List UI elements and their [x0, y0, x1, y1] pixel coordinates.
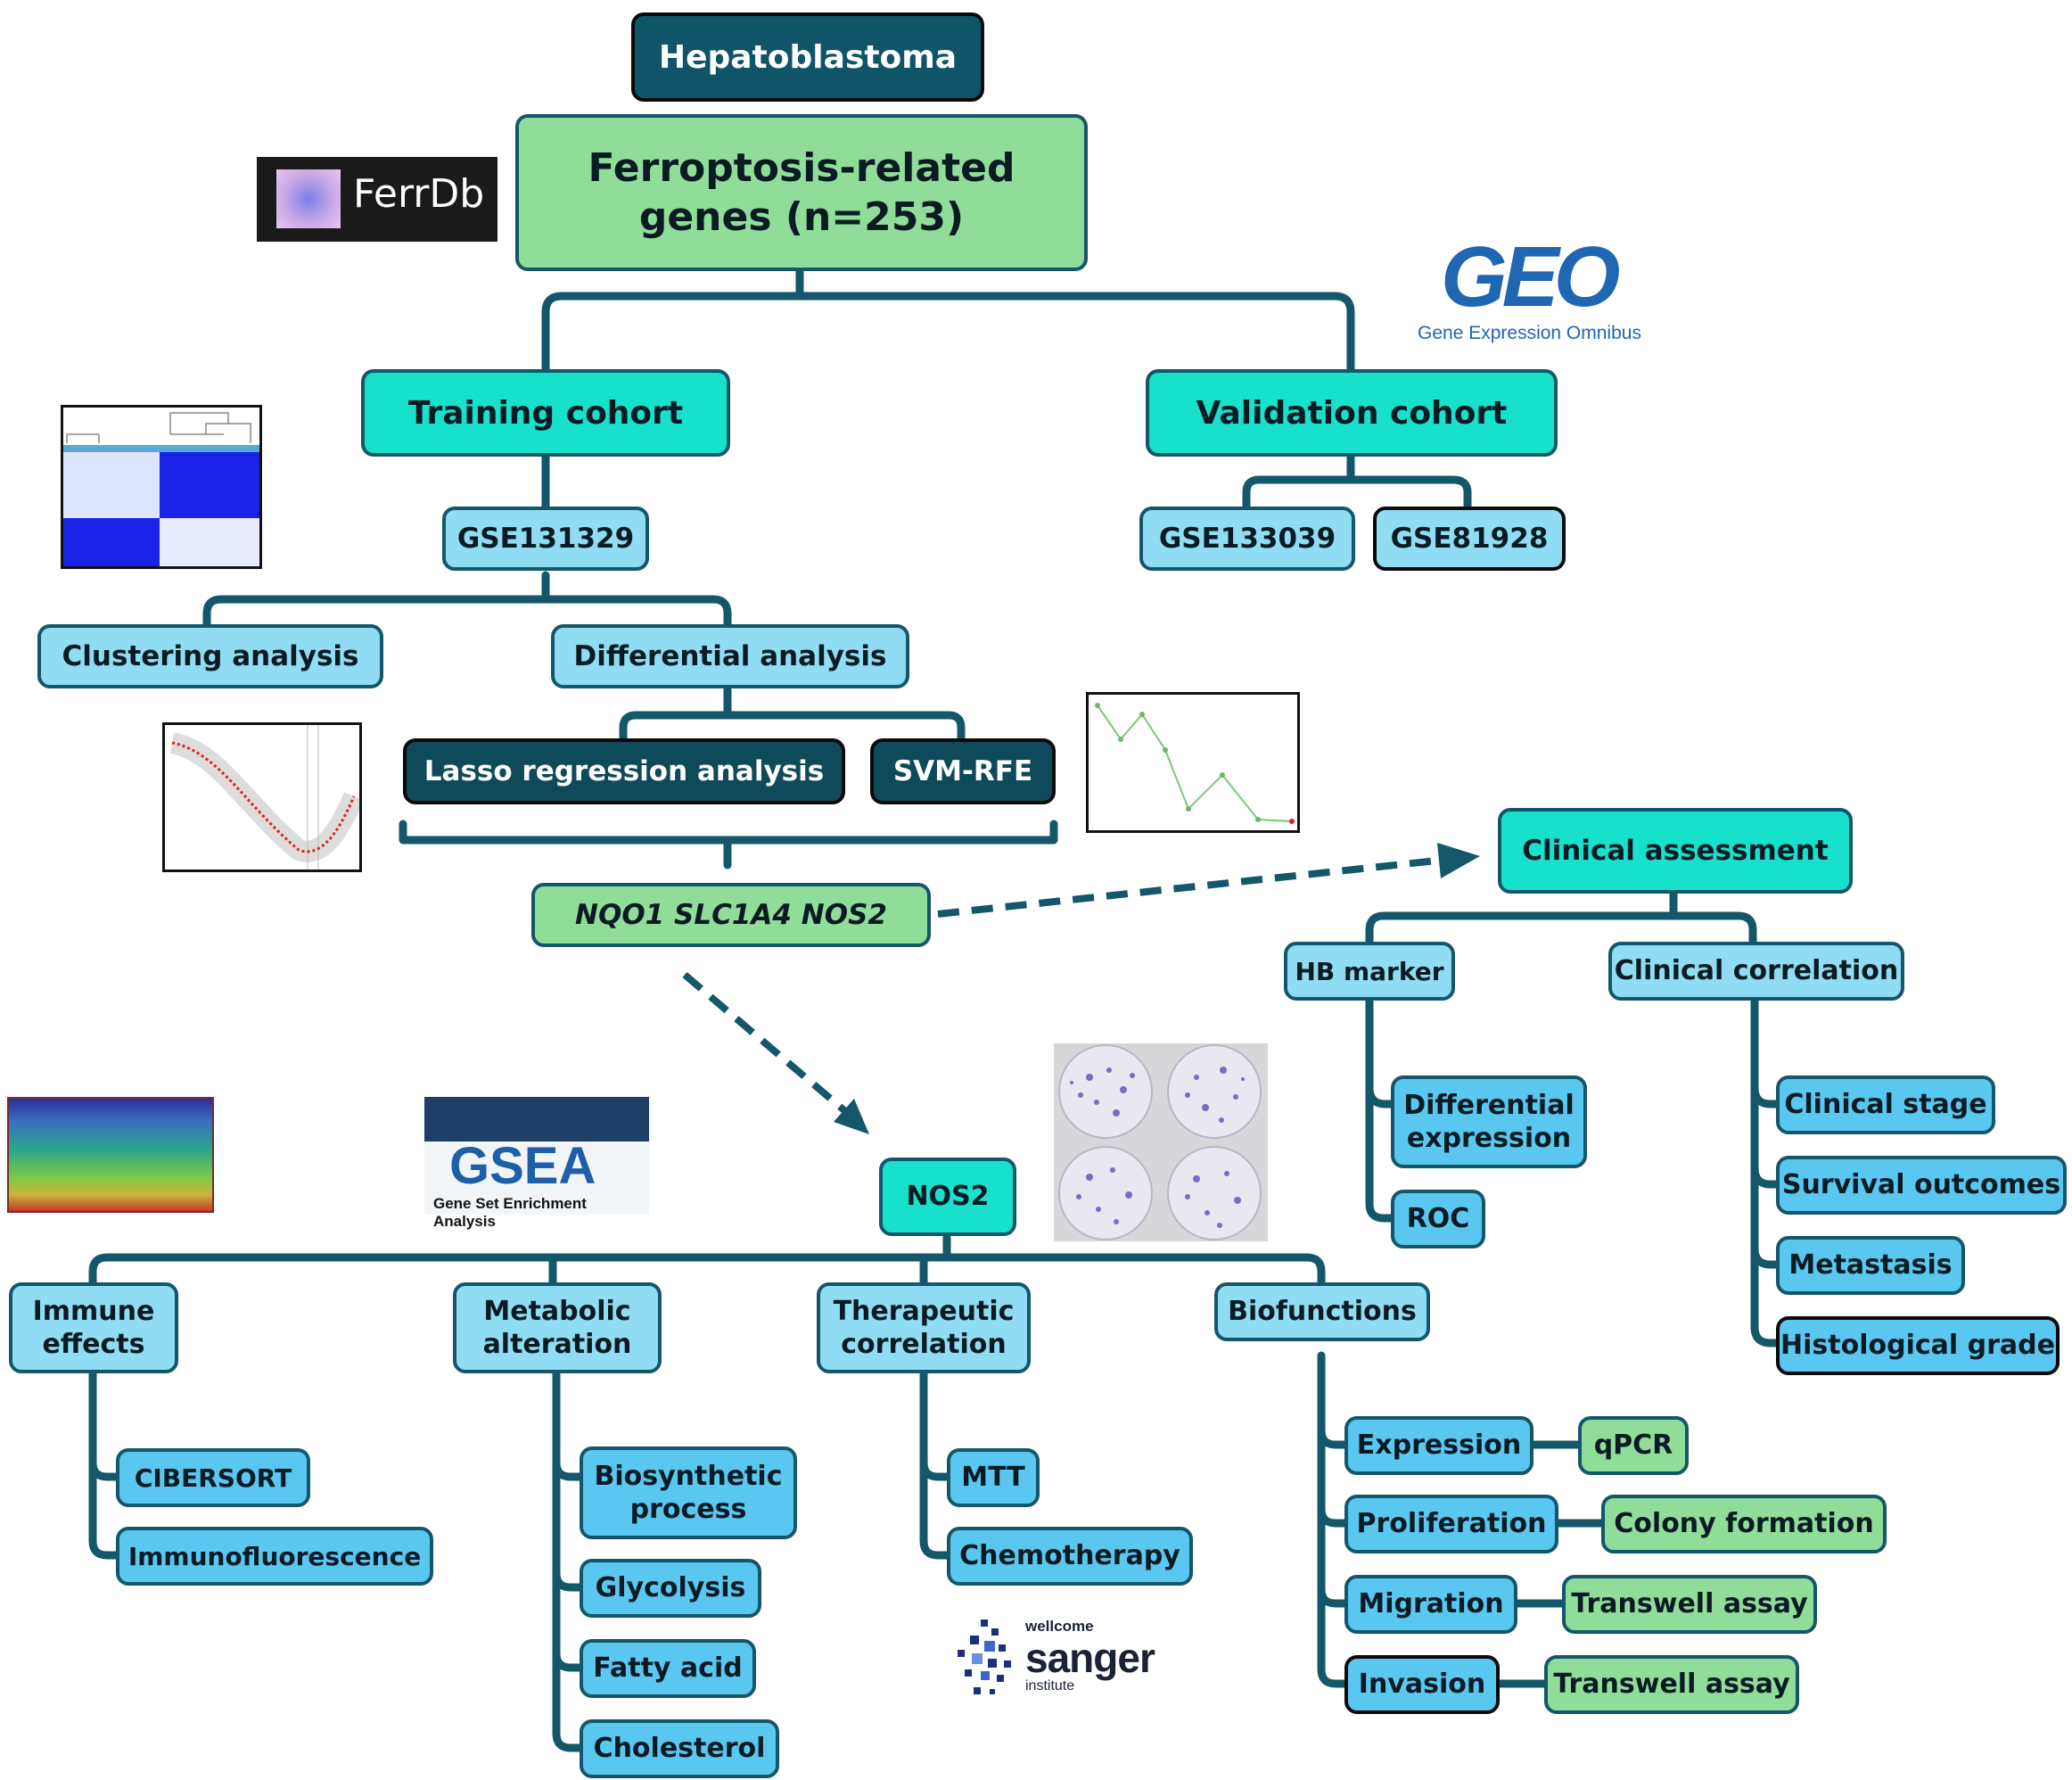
metabolic-alteration: Metabolic alteration	[453, 1282, 662, 1373]
gsea-wordmark: GSEA	[449, 1137, 596, 1195]
colony-formation-figure	[1054, 1043, 1268, 1241]
biosynthetic-process: Biosynthetic process	[580, 1446, 797, 1539]
cibersort: CIBERSORT	[116, 1448, 310, 1507]
colony-formation-svg	[1058, 1044, 1262, 1240]
chemotherapy: Chemotherapy	[947, 1527, 1193, 1586]
qpcr: qPCR	[1578, 1416, 1689, 1475]
mtt: MTT	[947, 1448, 1040, 1507]
migration: Migration	[1344, 1575, 1517, 1634]
svm-rfe-curve-figure	[1086, 692, 1300, 833]
immunofluorescence: Immunofluorescence	[116, 1527, 433, 1586]
validation-cohort: Validation cohort	[1146, 369, 1558, 457]
fatty-acid: Fatty acid	[580, 1639, 756, 1698]
therapeutic-correlation: Therapeutic correlation	[817, 1282, 1031, 1373]
nos2-box: NOS2	[879, 1158, 1016, 1236]
geo-logo: GEO Gene Expression Omnibus	[1409, 229, 1667, 355]
glycolysis: Glycolysis	[580, 1559, 761, 1618]
sanger-logo: wellcome sanger institute	[945, 1616, 1168, 1702]
colony-formation: Colony formation	[1601, 1495, 1887, 1553]
differential-analysis: Differential analysis	[551, 624, 909, 688]
roc: ROC	[1391, 1190, 1485, 1248]
gsea-subtitle: Gene Set Enrichment Analysis	[433, 1195, 587, 1230]
expression: Expression	[1344, 1416, 1533, 1475]
differential-expression: Differential expression	[1391, 1075, 1587, 1168]
transwell-assay-invasion: Transwell assay	[1544, 1655, 1799, 1714]
heatmap-svg	[63, 412, 259, 566]
survival-outcomes: Survival outcomes	[1776, 1156, 2067, 1215]
invasion: Invasion	[1344, 1655, 1500, 1714]
metastasis: Metastasis	[1776, 1236, 1965, 1295]
lasso-regression-analysis: Lasso regression analysis	[403, 738, 845, 804]
histological-grade: Histological grade	[1776, 1316, 2060, 1375]
geo-subtitle: Gene Expression Omnibus	[1418, 323, 1641, 343]
biofunctions: Biofunctions	[1214, 1282, 1430, 1341]
clustering-analysis: Clustering analysis	[37, 624, 383, 688]
clinical-assessment: Clinical assessment	[1498, 808, 1853, 894]
sanger-institute-text: institute	[1025, 1678, 1075, 1693]
proliferation: Proliferation	[1344, 1495, 1558, 1553]
dataset-gse133039: GSE133039	[1139, 507, 1355, 571]
ferrdb-logo: FerrDb	[257, 157, 497, 242]
gsea-banner	[424, 1141, 649, 1215]
clinical-stage: Clinical stage	[1776, 1075, 1995, 1134]
immune-infiltration-figure	[7, 1097, 214, 1213]
svm-rfe: SVM-RFE	[870, 738, 1056, 804]
selected-genes: NQO1 SLC1A4 NOS2	[531, 883, 931, 947]
sanger-icon	[958, 1619, 1011, 1694]
cholesterol: Cholesterol	[580, 1719, 779, 1778]
lasso-curve-figure	[162, 722, 365, 872]
training-cohort: Training cohort	[361, 369, 730, 457]
clinical-correlation: Clinical correlation	[1608, 942, 1904, 1001]
dataset-gse81928: GSE81928	[1373, 507, 1566, 571]
hepatoblastoma-title: Hepatoblastoma	[631, 12, 984, 102]
transwell-assay-migration: Transwell assay	[1562, 1575, 1817, 1634]
hb-marker: HB marker	[1284, 942, 1455, 1001]
dataset-gse131329: GSE131329	[442, 507, 649, 571]
ferroptosis-genes-box: Ferroptosis-related genes (n=253)	[515, 114, 1088, 271]
ferrdb-label: FerrDb	[353, 171, 485, 217]
geo-wordmark: GEO	[1441, 229, 1620, 325]
svm-rfe-curve-svg	[1095, 703, 1295, 824]
immune-effects: Immune effects	[9, 1282, 178, 1373]
consensus-heatmap-figure	[61, 405, 262, 569]
sanger-wordmark: sanger	[1025, 1635, 1155, 1681]
sanger-wellcome-text: wellcome	[1025, 1618, 1094, 1635]
lasso-curve-svg	[169, 725, 365, 869]
gsea-logo: GSEA Gene Set Enrichment Analysis	[424, 1097, 649, 1230]
ferrdb-icon	[276, 169, 341, 228]
